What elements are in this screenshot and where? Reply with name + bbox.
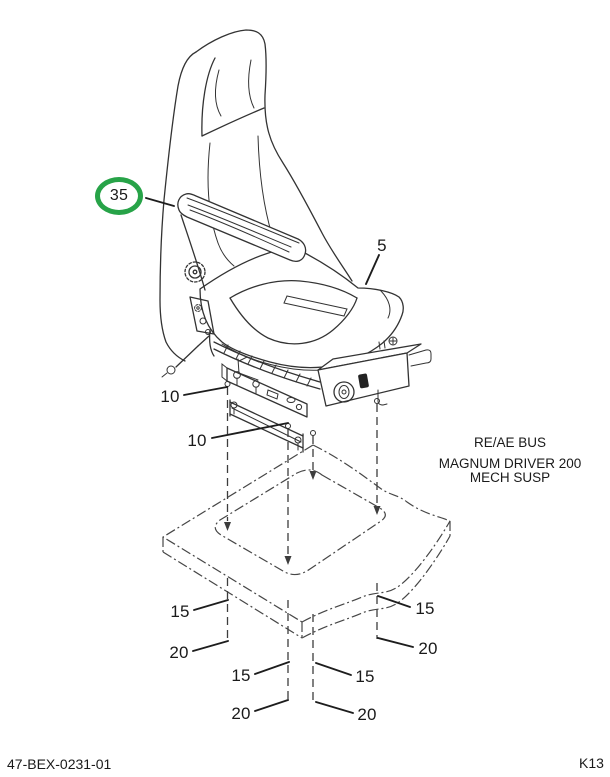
callout-bolt-inner-right: 15 <box>355 667 375 686</box>
floor-plate-drawing <box>162 444 451 639</box>
callout-bolt-outer-left: 15 <box>170 602 190 621</box>
document-number: 47-BEX-0231-01 <box>7 756 112 772</box>
callout-mount-bracket-lower: 10 <box>187 431 207 450</box>
callout-bolt-inner-left: 15 <box>231 666 251 685</box>
model-note-line2: MAGNUM DRIVER 200 <box>438 456 582 471</box>
recline-mechanism-drawing <box>161 214 215 378</box>
seat-base-drawing <box>208 329 432 453</box>
armrest-drawing <box>177 192 307 262</box>
callout-mount-rail-upper: 10 <box>160 387 180 406</box>
model-note-line1: RE/AE BUS <box>473 435 547 450</box>
callout-nut-inner-left: 20 <box>231 704 251 723</box>
bolt-axis-lines <box>224 381 381 703</box>
callout-seat-assembly: 5 <box>377 236 387 255</box>
page-reference: K13 <box>579 755 604 771</box>
callout-bolt-outer-right: 15 <box>415 599 435 618</box>
model-note: RE/AE BUS MAGNUM DRIVER 200 MECH SUSP <box>424 436 596 485</box>
callout-nut-outer-left: 20 <box>169 643 189 662</box>
callout-armrest-highlighted: 35 <box>95 177 143 215</box>
seat-cushion-drawing <box>199 247 404 371</box>
model-note-line3: MECH SUSP <box>469 470 551 485</box>
callout-nut-inner-right: 20 <box>357 705 377 724</box>
callout-nut-outer-right: 20 <box>418 639 438 658</box>
backrest-drawing <box>159 29 353 362</box>
callout-armrest-label: 35 <box>109 187 129 204</box>
callout-leader-lines <box>145 197 414 714</box>
